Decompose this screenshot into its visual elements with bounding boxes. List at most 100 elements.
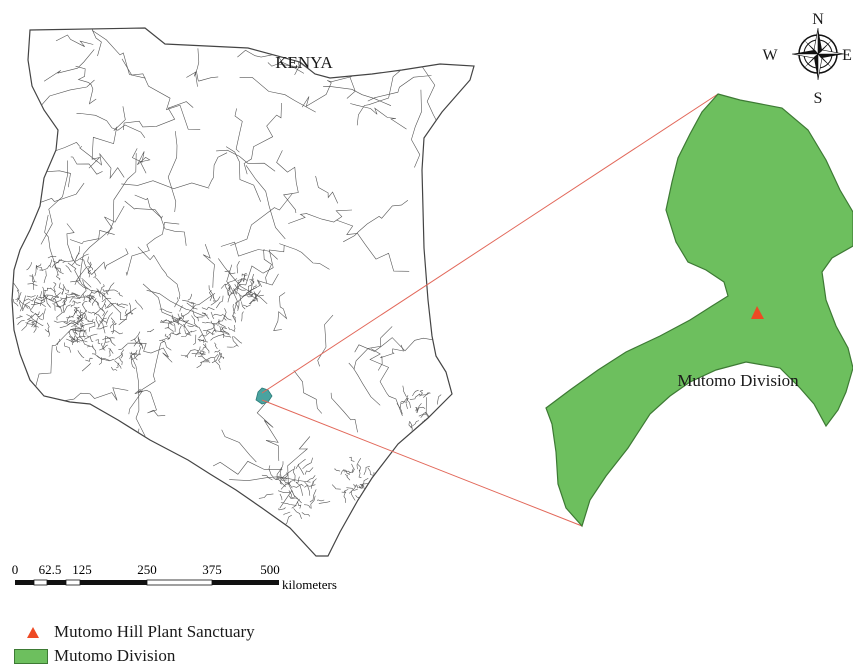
boundary-line <box>114 302 128 306</box>
boundary-line <box>71 256 81 266</box>
boundary-line <box>82 296 95 300</box>
boundary-line <box>276 150 299 214</box>
boundary-line <box>214 342 218 350</box>
boundary-line <box>190 301 195 310</box>
boundary-line <box>257 279 262 288</box>
boundary-line <box>121 58 201 130</box>
boundary-line <box>362 491 368 497</box>
boundary-line <box>168 332 182 336</box>
boundary-line <box>101 341 110 350</box>
boundary-line <box>99 344 109 351</box>
boundary-line <box>238 278 245 284</box>
boundary-line <box>60 387 129 402</box>
boundary-line <box>239 295 246 297</box>
boundary-line <box>58 282 64 295</box>
boundary-line <box>184 349 196 358</box>
boundary-line <box>236 260 240 274</box>
boundary-line <box>233 245 285 291</box>
boundary-line <box>248 300 255 305</box>
scale-tick-label: 375 <box>202 562 222 577</box>
boundary-line <box>256 397 280 461</box>
boundary-line <box>348 468 355 474</box>
boundary-line <box>245 165 286 240</box>
boundary-line <box>77 338 88 343</box>
boundary-line <box>205 324 216 334</box>
boundary-line <box>192 309 199 322</box>
boundary-line <box>227 286 232 292</box>
boundary-line <box>84 333 98 340</box>
boundary-line <box>43 49 95 82</box>
boundary-line <box>65 265 72 273</box>
boundary-line <box>98 357 102 365</box>
boundary-line <box>91 353 102 359</box>
boundary-line <box>130 331 141 342</box>
boundary-line <box>101 304 106 317</box>
boundary-line <box>110 317 116 325</box>
boundary-line <box>214 349 221 353</box>
boundary-line <box>232 303 236 315</box>
boundary-line <box>12 281 20 292</box>
leader-line-top <box>261 93 719 394</box>
boundary-line <box>377 344 404 371</box>
kenya-outline <box>11 27 475 557</box>
boundary-line <box>235 273 279 304</box>
boundary-line <box>103 300 107 308</box>
boundary-line <box>100 342 106 351</box>
boundary-line <box>31 301 45 305</box>
boundary-line <box>64 342 72 353</box>
boundary-line <box>129 349 138 360</box>
boundary-line <box>31 321 35 328</box>
boundary-line <box>251 278 255 284</box>
boundary-line <box>304 481 311 496</box>
boundary-line <box>83 329 87 338</box>
boundary-line <box>80 322 85 328</box>
boundary-line <box>353 483 358 489</box>
boundary-line <box>273 292 288 331</box>
boundary-line <box>54 264 62 272</box>
boundary-line <box>225 283 229 296</box>
boundary-line <box>72 300 81 304</box>
boundary-line <box>127 311 134 315</box>
boundary-line <box>43 287 52 291</box>
boundary-line <box>159 337 171 341</box>
boundary-line <box>198 332 210 339</box>
boundary-line <box>133 354 138 361</box>
boundary-line <box>72 423 113 484</box>
boundary-line <box>209 290 213 302</box>
boundary-line <box>226 344 238 348</box>
boundary-line <box>78 335 91 347</box>
boundary-line <box>63 285 69 294</box>
boundary-line <box>125 309 128 317</box>
boundary-line <box>53 281 57 293</box>
boundary-line <box>346 487 358 491</box>
boundary-line <box>216 149 276 172</box>
boundary-line <box>405 403 408 409</box>
boundary-line <box>252 294 257 302</box>
boundary-line <box>400 401 408 403</box>
boundary-line <box>191 352 206 355</box>
admin-boundaries <box>12 28 474 556</box>
boundary-line <box>295 482 303 496</box>
boundary-line <box>177 313 180 321</box>
boundary-line <box>368 484 371 491</box>
country-label: KENYA <box>275 53 333 72</box>
boundary-line <box>226 264 238 322</box>
boundary-line <box>55 303 67 308</box>
boundary-line <box>363 465 371 476</box>
boundary-line <box>369 348 403 417</box>
boundary-line <box>230 287 239 295</box>
boundary-line <box>88 289 93 297</box>
boundary-line <box>330 392 358 433</box>
boundary-line <box>95 316 100 328</box>
boundary-line <box>96 288 101 298</box>
boundary-line <box>16 289 20 303</box>
boundary-line <box>295 458 306 469</box>
boundary-line <box>227 284 232 293</box>
boundary-line <box>235 282 240 295</box>
boundary-line <box>212 460 283 475</box>
boundary-line <box>110 366 118 371</box>
boundary-line <box>343 470 351 473</box>
boundary-line <box>221 429 257 463</box>
boundary-line <box>214 358 221 370</box>
boundary-line <box>397 533 418 556</box>
